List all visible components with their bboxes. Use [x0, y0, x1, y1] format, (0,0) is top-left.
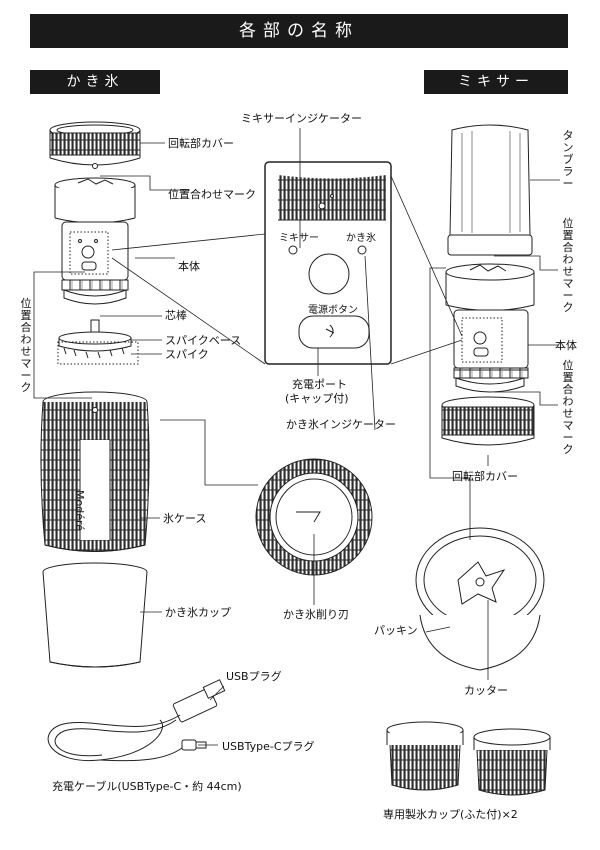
label-ice-case: 氷ケース [163, 512, 207, 525]
label-charge-port-cap: (キャップ付) [285, 392, 349, 405]
label-core-rod: 芯棒 [165, 309, 187, 322]
leader-lines [33, 128, 560, 746]
label-spike: スパイク [165, 348, 209, 361]
label-cable: 充電ケーブル(USBType-C・約 44cm) [52, 780, 242, 793]
spike-base-illustration [57, 319, 139, 365]
label-tumbler: タンブラー [562, 129, 574, 190]
label-align-mark: 位置合わせマーク [168, 188, 256, 201]
brand-logo: Modéré [73, 490, 86, 532]
label-cutter: カッター [464, 684, 508, 697]
section-heading-mixer: ミキサー [424, 70, 568, 94]
label-ice-cup: かき氷カップ [165, 606, 231, 619]
charging-cable-illustration [47, 679, 226, 762]
shaving-blade-illustration [255, 458, 373, 576]
panel-text-kakigori: かき氷 [346, 233, 376, 244]
control-panel-detail [264, 161, 392, 365]
kakigori-cup-illustration [42, 562, 148, 668]
label-align-mark-vertical: 位置合わせマーク [20, 297, 32, 394]
mixer-rotating-cover-illustration [441, 396, 535, 446]
tumbler-illustration [447, 124, 533, 256]
ice-cups-illustration [386, 721, 551, 796]
label-usbc-plug: USBType-Cプラグ [222, 740, 315, 753]
label-body: 本体 [178, 260, 200, 273]
label-packing: パッキン [374, 624, 418, 637]
mixer-body-illustration [445, 263, 535, 393]
label-shaving-blade: かき氷削り刃 [283, 608, 349, 621]
label-usb-plug: USBプラグ [226, 670, 282, 683]
rotating-cover-illustration [49, 121, 141, 169]
label-mixer-indicator: ミキサーインジケーター [241, 112, 362, 125]
page-title: 各部の名称 [30, 14, 568, 48]
label-spike-base: スパイクベース [165, 334, 242, 347]
label-rotating-cover-right: 回転部カバー [452, 470, 518, 483]
label-align-mark-r2: 位置合わせマーク [562, 359, 574, 456]
kakigori-body-illustration [54, 177, 136, 305]
section-heading-kakigori: かき氷 [30, 70, 160, 94]
label-charge-port: 充電ポート [292, 378, 347, 391]
power-button-label: 電源ボタン [308, 305, 358, 316]
panel-text-mixer: ミキサー [279, 233, 319, 244]
label-dedicated-cups: 専用製氷カップ(ふた付)×2 [383, 808, 518, 821]
cutter-illustration [415, 527, 545, 671]
label-body-right: 本体 [555, 339, 577, 352]
ice-case-illustration [40, 391, 150, 552]
label-rotating-cover: 回転部カバー [168, 137, 234, 150]
label-align-mark-r1: 位置合わせマーク [562, 217, 574, 314]
label-kakigori-indicator: かき氷インジケーター [286, 418, 396, 431]
